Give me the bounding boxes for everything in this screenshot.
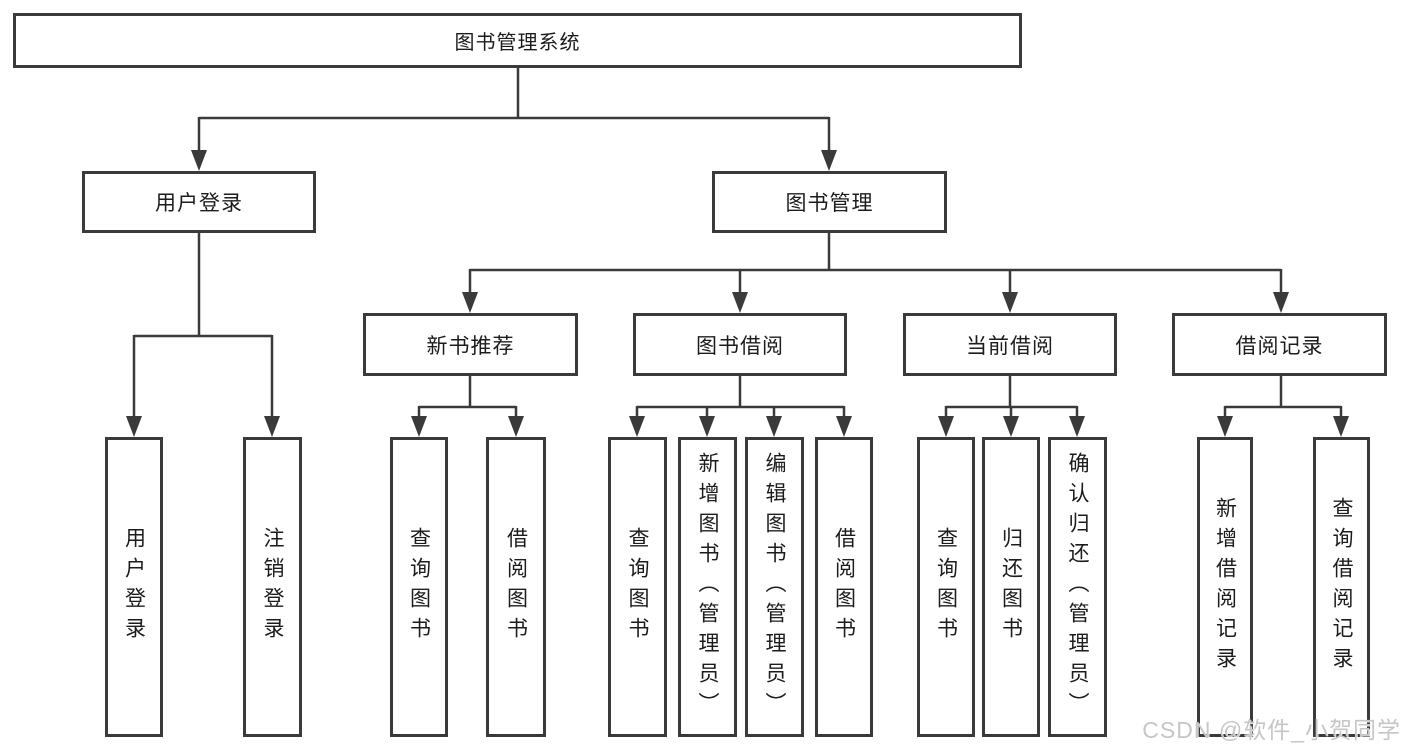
node-borrowing-records: 借阅记录 [1172,313,1387,376]
leaf-logout: 注销登录 [243,437,302,737]
leaf-query-books-borrow: 查询图书 [608,437,667,737]
leaf-borrow-books-recommend: 借阅图书 [486,437,546,737]
leaf-confirm-return-admin: 确认归还（管理员） [1048,437,1107,737]
leaf-borrow-books: 借阅图书 [815,437,873,737]
node-book-borrowing: 图书借阅 [633,313,847,376]
node-book-management: 图书管理 [712,171,947,233]
leaf-edit-book-admin: 编辑图书（管理员） [745,437,804,737]
leaf-query-books-current: 查询图书 [917,437,975,737]
leaf-user-login: 用户登录 [105,437,163,737]
leaf-query-borrow-record: 查询借阅记录 [1313,437,1370,737]
leaf-add-borrow-record: 新增借阅记录 [1197,437,1253,737]
watermark-text: CSDN @软件_小贺同学 [1142,717,1401,743]
leaf-return-book: 归还图书 [982,437,1040,737]
node-user-login: 用户登录 [82,171,316,233]
leaf-query-books-recommend: 查询图书 [390,437,448,737]
node-new-book-recommend: 新书推荐 [363,313,578,376]
leaf-add-book-admin: 新增图书（管理员） [678,437,737,737]
node-library-system: 图书管理系统 [13,13,1022,68]
node-current-borrowing: 当前借阅 [903,313,1117,376]
